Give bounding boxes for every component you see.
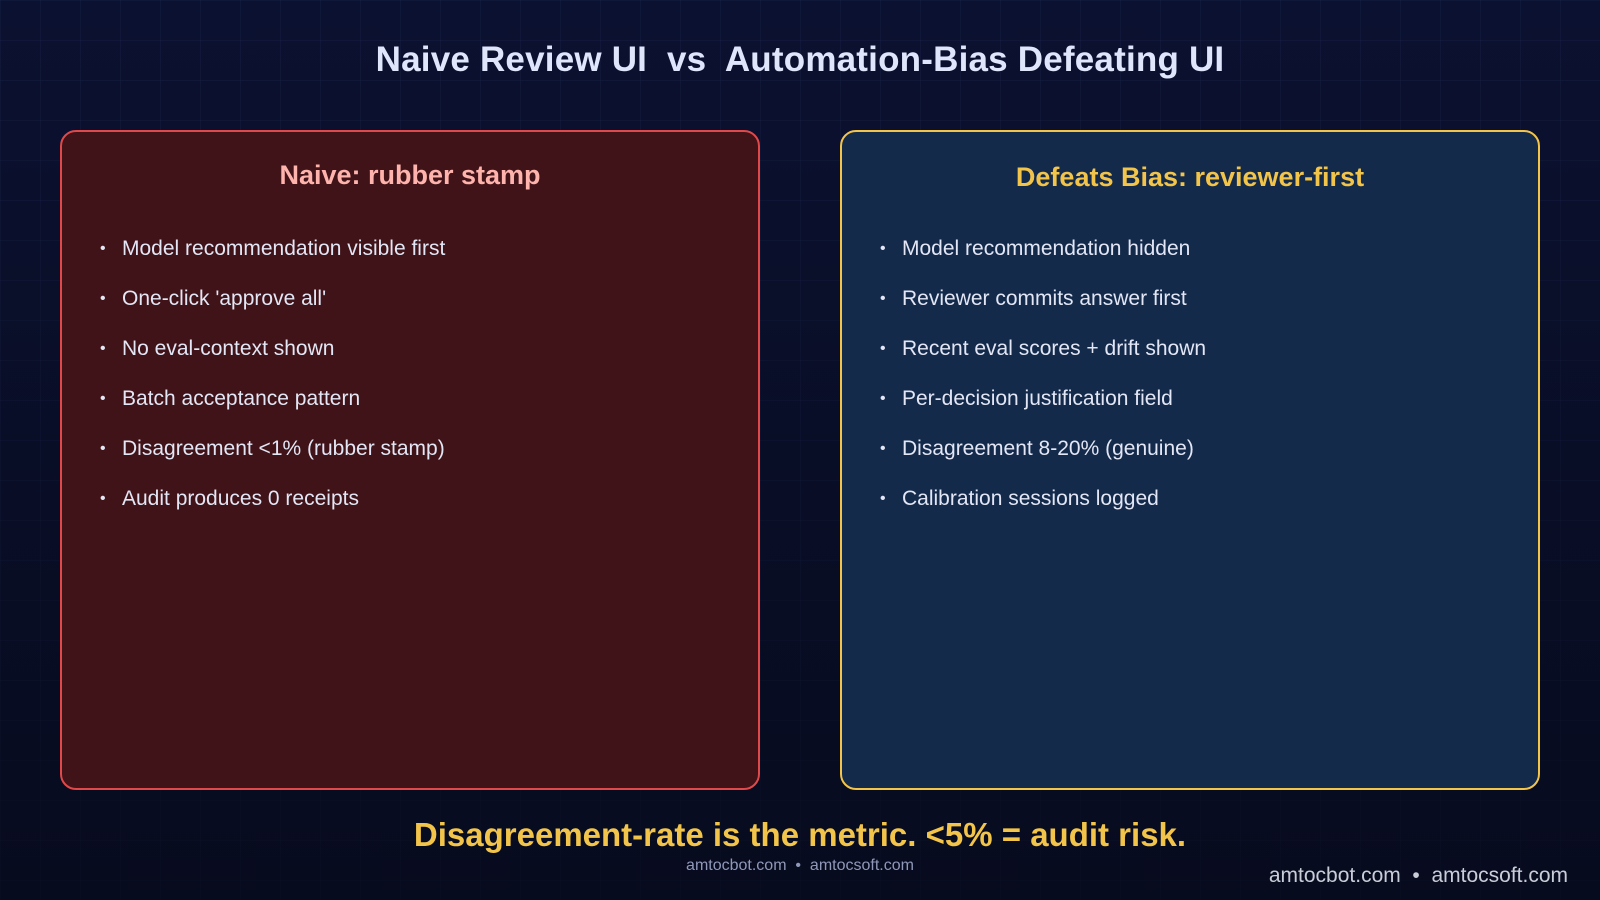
footer-credits-right: amtocbot.com • amtocsoft.com [1268, 864, 1568, 887]
tagline: Disagreement-rate is the metric. <5% = a… [413, 816, 1187, 853]
bullet-icon: • [100, 340, 106, 357]
list-item: • Disagreement <1% (rubber stamp) [100, 436, 445, 486]
list-item: • No eval-context shown [100, 336, 445, 386]
footer-credits-center: amtocbot.com • amtocsoft.com [686, 857, 914, 874]
list-item: • Recent eval scores + drift shown [880, 336, 1206, 386]
bullet-icon: • [100, 290, 106, 307]
defeats-bias-panel-heading: Defeats Bias: reviewer-first [1015, 162, 1365, 192]
list-item-text: Audit produces 0 receipts [122, 487, 359, 510]
bullet-icon: • [880, 240, 886, 257]
bullet-icon: • [880, 490, 886, 507]
bullet-icon: • [100, 240, 106, 257]
naive-bullet-list: • Model recommendation visible first • One… [100, 236, 445, 536]
list-item-text: Model recommendation hidden [902, 237, 1191, 260]
bullet-icon: • [100, 390, 106, 407]
naive-panel-heading: Naive: rubber stamp [279, 160, 541, 190]
list-item-text: One-click 'approve all' [122, 287, 327, 310]
list-item: • One-click 'approve all' [100, 286, 445, 336]
list-item: • Per-decision justification field [880, 386, 1206, 436]
list-item-text: Batch acceptance pattern [122, 387, 361, 410]
list-item: • Model recommendation hidden [880, 236, 1206, 286]
list-item-text: No eval-context shown [122, 337, 335, 360]
defeats-bias-panel: Defeats Bias: reviewer-first • Model reco… [840, 130, 1540, 790]
list-item-text: Calibration sessions logged [902, 487, 1159, 510]
page-title: Naive Review UI vs Automation-Bias Defea… [375, 40, 1225, 79]
list-item: • Reviewer commits answer first [880, 286, 1206, 336]
list-item-text: Disagreement 8-20% (genuine) [902, 437, 1194, 460]
list-item: • Audit produces 0 receipts [100, 486, 445, 536]
list-item-text: Per-decision justification field [902, 387, 1173, 410]
bullet-icon: • [100, 440, 106, 457]
naive-panel: Naive: rubber stamp • Model recommendatio… [60, 130, 760, 790]
bullet-icon: • [100, 490, 106, 507]
bullet-icon: • [880, 390, 886, 407]
list-item: • Calibration sessions logged [880, 486, 1206, 536]
bullet-icon: • [880, 440, 886, 457]
list-item: • Model recommendation visible first [100, 236, 445, 286]
defeats-bias-bullet-list: • Model recommendation hidden • Reviewer c… [880, 236, 1206, 536]
list-item-text: Recent eval scores + drift shown [902, 337, 1207, 360]
bullet-icon: • [880, 290, 886, 307]
list-item-text: Reviewer commits answer first [902, 287, 1187, 310]
list-item: • Disagreement 8-20% (genuine) [880, 436, 1206, 486]
list-item-text: Model recommendation visible first [122, 237, 446, 260]
bullet-icon: • [880, 340, 886, 357]
list-item: • Batch acceptance pattern [100, 386, 445, 436]
list-item-text: Disagreement <1% (rubber stamp) [122, 437, 445, 460]
